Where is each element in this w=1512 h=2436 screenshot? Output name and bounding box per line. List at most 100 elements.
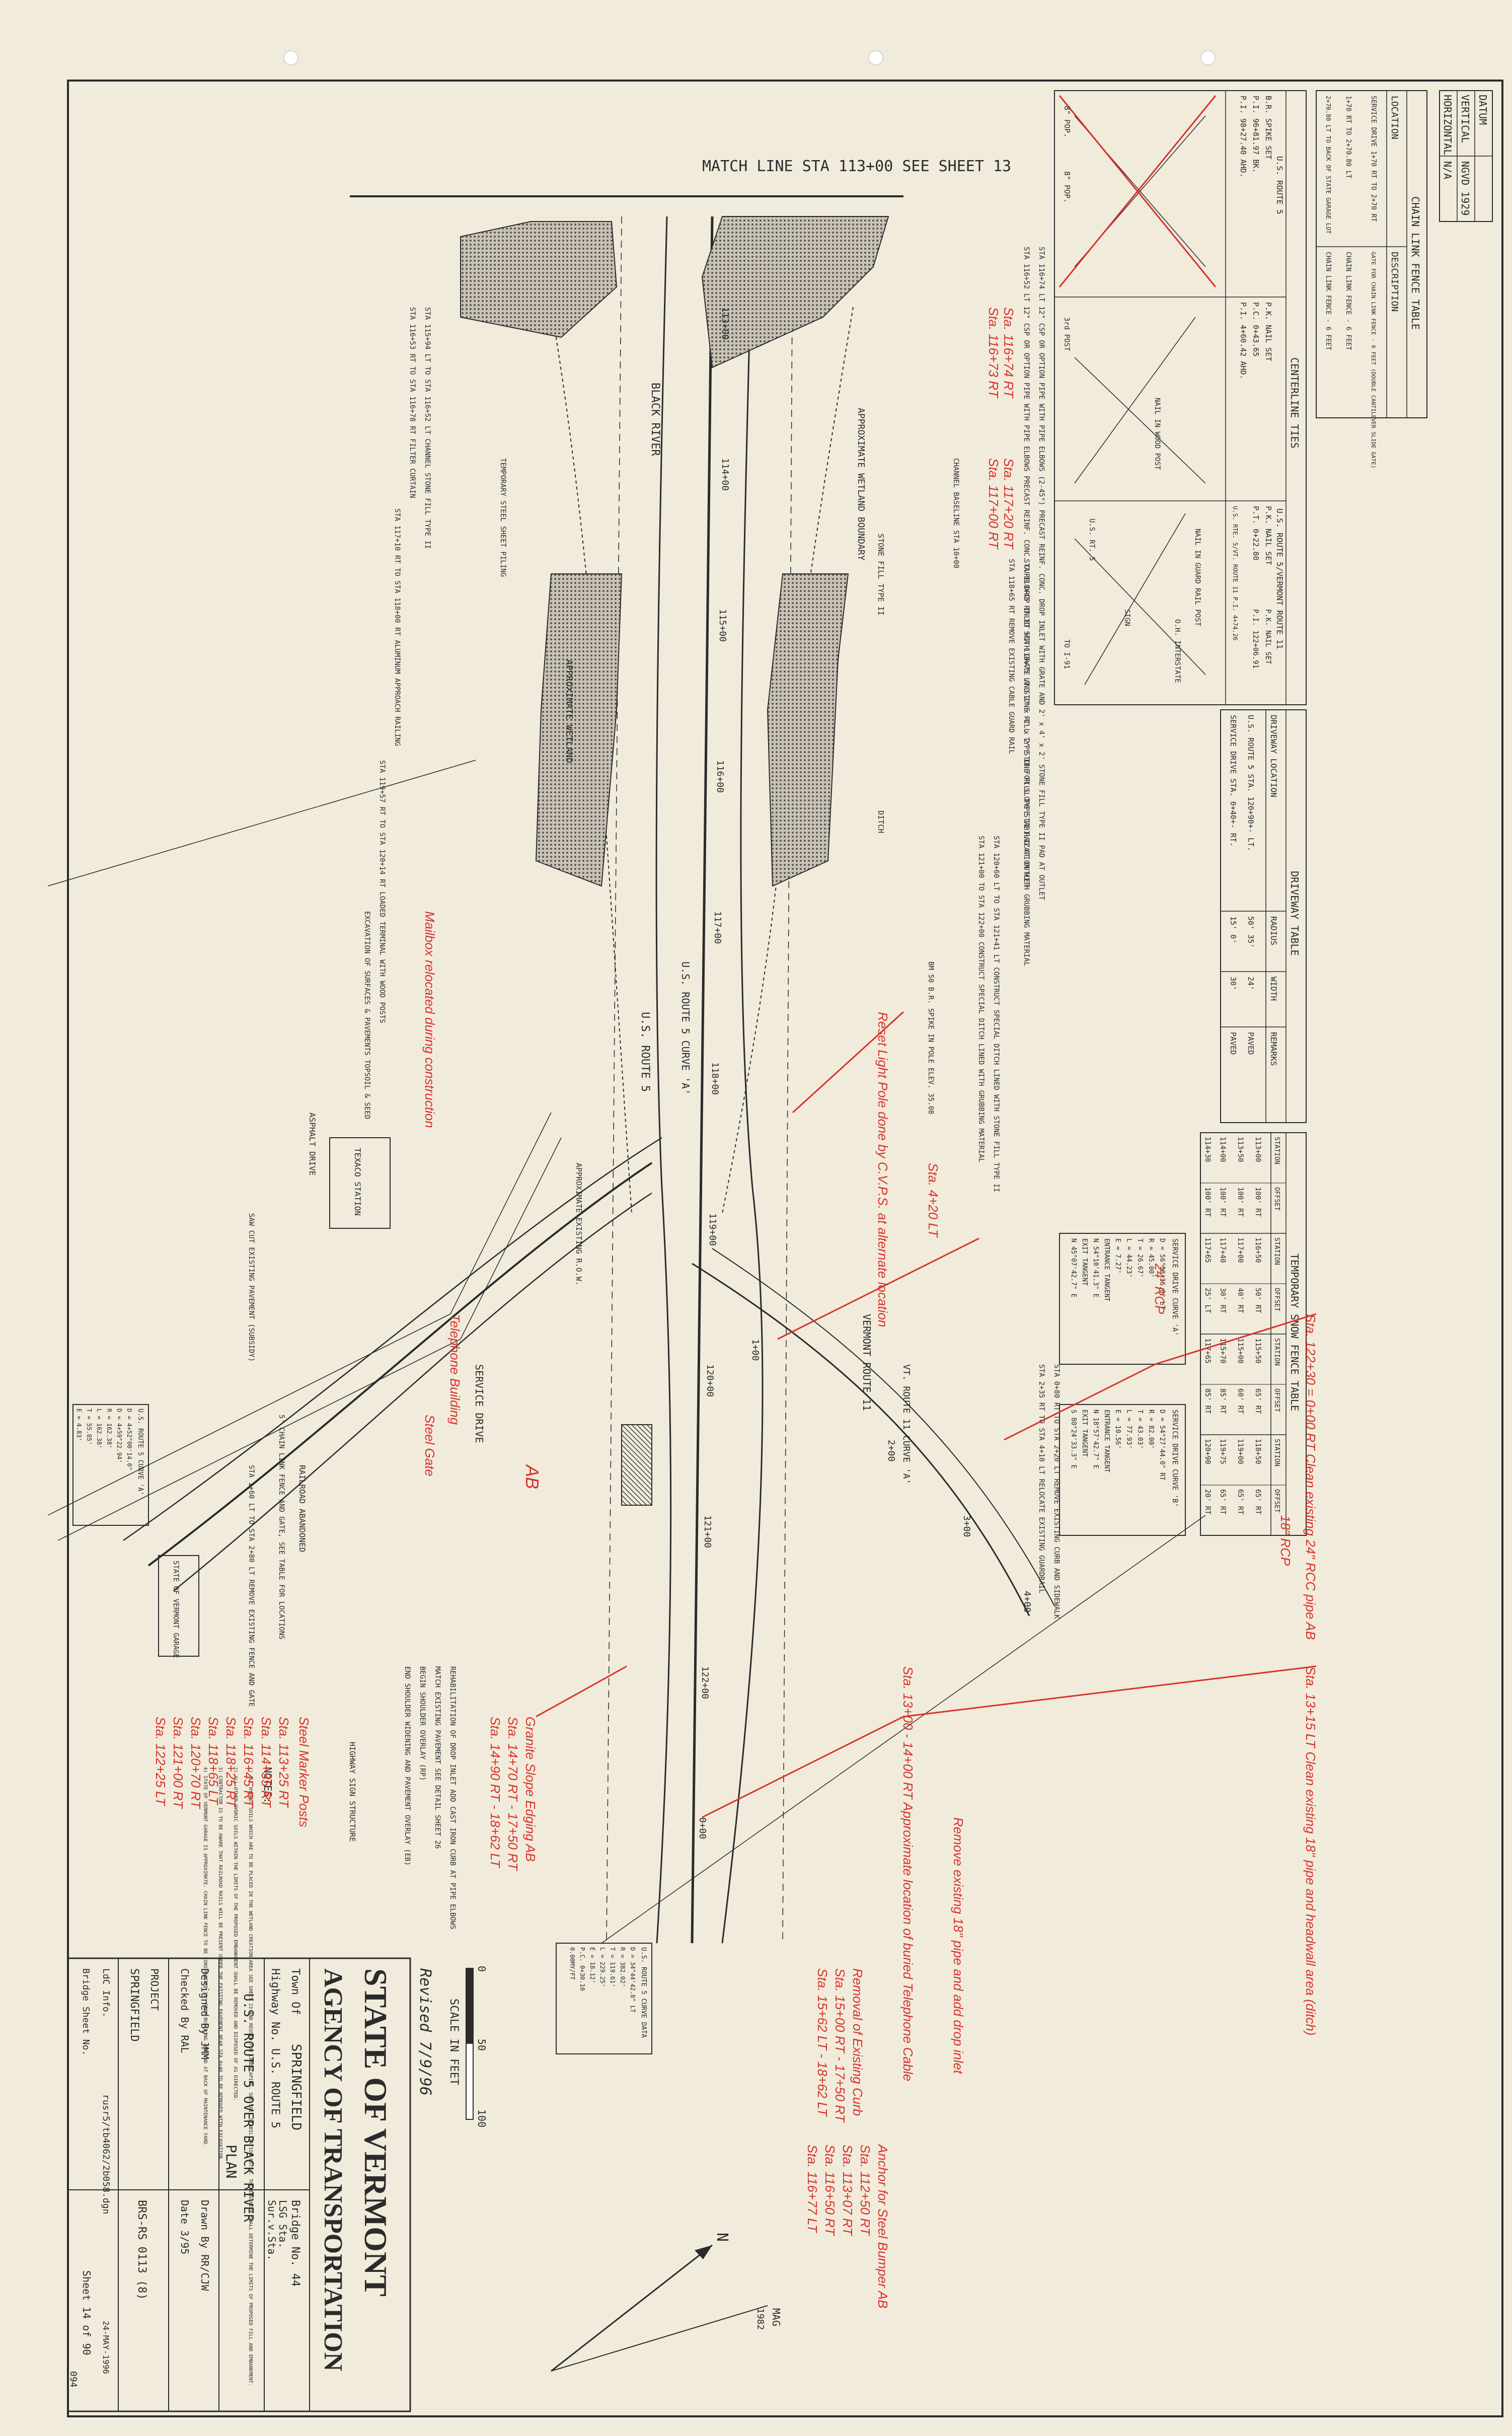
table-cell: 20' RT: [1203, 1489, 1212, 1515]
table-cell: SERVICE DRIVE 1+70 RT TO 2+70 RT: [1370, 96, 1377, 222]
curve-entry: T = 43.03': [1136, 1410, 1144, 1449]
column-header: OFFSET: [1273, 1388, 1280, 1412]
date: Date 3/95: [179, 2200, 191, 2254]
table-cell: 100' RT: [1254, 1187, 1262, 1217]
area-label: APPROXIMATE EXISTING R.O.W.: [574, 1163, 583, 1286]
tie-entry: P.I. 98+27.40 AHD.: [1239, 96, 1248, 178]
table-cell: PAVED: [1229, 1032, 1238, 1055]
curve-entry: T = 119.61': [609, 1947, 616, 1987]
sheet-number: Sheet 14 of 90: [81, 2270, 93, 2355]
table-cell: CHAIN LINK FENCE - 6 FEET: [1324, 252, 1332, 350]
column-header: STATION: [1273, 1338, 1280, 1366]
column-header: STATION: [1273, 1137, 1280, 1164]
curve-title: U.S. ROUTE 5 CURVE 'A': [136, 1409, 144, 1495]
station-label: 121+00: [702, 1515, 713, 1548]
datum-horizontal-label: HORIZONTAL: [1442, 95, 1454, 155]
curve-entry: L = 229.25': [599, 1947, 606, 1987]
plan-linework: [47, 195, 1206, 1944]
area-label: TEXACO STATION: [353, 1148, 362, 1216]
tie-entry: P.K. NAIL SET: [1264, 609, 1272, 665]
curve-data-route5: U.S. ROUTE 5 CURVE DATA D = 34°44'42.8" …: [556, 1943, 652, 2054]
area-label: ASPHALT DRIVE: [308, 1113, 317, 1175]
revised-date: Revised 7/9/96: [416, 1968, 434, 2096]
datum-label: DATUM: [1477, 95, 1489, 125]
redline-note: Sta. 116+73 RT: [986, 307, 1001, 399]
table-cell: 30' RT: [1219, 1288, 1227, 1313]
curve-entry: R = 162.38': [106, 1409, 113, 1448]
curve-entry: D = 54°27'44.0" RT: [1158, 1410, 1166, 1481]
redline-note: Sta. 112+50 RT: [858, 2145, 873, 2237]
notes-block: NOTES: 1) ALL HYDRIC SOILS WHICH ARE TO …: [202, 1767, 274, 2386]
centerline-ties: CENTERLINE TIES U.S. ROUTE 5 U.S. ROUTE …: [1054, 90, 1307, 705]
callout: BEGIN SHOULDER OVERLAY (RP): [418, 1666, 426, 1781]
table-cell: 115+50: [1254, 1338, 1262, 1364]
table-cell: CHAIN LINK FENCE - 6 FEET: [1344, 252, 1352, 350]
redline-note: Granite Slope Edging AB: [523, 1717, 538, 1862]
table-cell: 24': [1246, 977, 1255, 990]
area-label: DITCH: [876, 810, 885, 833]
datum-horizontal-value: N/A: [1442, 161, 1454, 179]
river-channel: [460, 221, 618, 338]
state-title: STATE OF VERMONT: [358, 1968, 394, 2297]
page-number: 094: [68, 2371, 79, 2388]
station-label: 115+00: [717, 609, 728, 642]
tie-label: SIGN: [1123, 609, 1131, 626]
table-cell: 119+75: [1219, 1439, 1227, 1464]
service-drive-edge: [712, 1248, 1055, 1606]
redline-markups: AB Sta. 116+74 RT Sta. 116+73 RT Sta. 11…: [153, 307, 1318, 2309]
state-garage: [158, 1555, 199, 1657]
notes-title: NOTES:: [262, 1767, 274, 1803]
redline-note: Sta. 4+20 LT: [926, 1163, 941, 1238]
table-cell: 114+30: [1203, 1137, 1212, 1162]
tie-label: NAIL IN WOOD POST: [1153, 398, 1161, 470]
tie-entry: P.I. 4+60.42 AHD.: [1239, 302, 1248, 380]
table-cell: 2+70.80 LT TO BACK OF STATE GARAGE LOT: [1325, 96, 1332, 234]
bridge-deck: [621, 1424, 652, 1506]
curve-data-service-b: SERVICE DRIVE CURVE 'B' D = 54°27'44.0" …: [1059, 1404, 1186, 1536]
bridge-sheet-no: Bridge Sheet No.: [81, 1968, 91, 2055]
station-label: 1+00: [750, 1339, 761, 1361]
redline-note: Sta. 14+90 RT - 18+62 LT: [488, 1717, 503, 1869]
redline-note: Sta. 13+00 - 14+00 RT Approximate locati…: [900, 1666, 916, 2081]
route-label: SERVICE DRIVE: [473, 1364, 485, 1443]
redline-note: Sta. 116+74 RT: [1001, 307, 1016, 399]
table-cell: 100' RT: [1203, 1187, 1212, 1217]
table-cell: GATE FOR CHAIN LINK FENCE - 6 FEET (DOUB…: [1370, 252, 1377, 468]
tie-label: NAIL IN GUARD RAIL POST: [1193, 529, 1201, 626]
tie-entry: P.I. 96+81.97 BK.: [1251, 96, 1260, 173]
callout: STA 121+00 TO STA 122+00 CONSTRUCT SPECI…: [977, 836, 985, 1162]
redline-note: Sta. 122+30 = 0+00 RT Clean existing 24"…: [1303, 1314, 1318, 1640]
chain-link-fence-table: CHAIN LINK FENCE TABLE LOCATION DESCRIPT…: [1316, 90, 1427, 468]
table-cell: 30': [1229, 977, 1238, 990]
curve-entry: EXIT TANGENT: [1081, 1410, 1088, 1457]
curve-entry: N 18°57'42.7" E: [1092, 1410, 1099, 1468]
tie-entry: P.K. NAIL SET: [1264, 506, 1273, 565]
datum-vertical-value: NGVD 1929: [1459, 161, 1471, 215]
scale-bar: 0 50 100 SCALE IN FEET: [447, 1966, 488, 2127]
curve-title: U.S. ROUTE 5 CURVE DATA: [640, 1947, 647, 2038]
note-item: 1) ALL HYDRIC SOILS WHICH ARE TO BE PLAC…: [248, 1767, 253, 2386]
curve-entry: ENTRANCE TANGENT: [1103, 1410, 1110, 1472]
checked-by: Checked By RAL: [179, 1968, 191, 2053]
scale-label: SCALE IN FEET: [447, 1999, 460, 2085]
column-header: STATION: [1273, 1237, 1280, 1265]
table-cell: 115+00: [1236, 1338, 1244, 1364]
scale-tick: 100: [476, 2109, 488, 2127]
callout: STA 1+60 LT TO STA 2+80 LT REMOVE EXISTI…: [247, 1465, 255, 1707]
redline-note: Sta. 118+25 RT: [223, 1717, 239, 1809]
agency-title: AGENCY OF TRANSPORTATION: [319, 1968, 347, 2371]
route5-edge: [721, 216, 764, 1944]
redline-note: Sta. 15+62 LT - 18+62 LT: [815, 1968, 830, 2117]
redline-note: Anchor for Steel Bumper AB: [875, 2144, 890, 2309]
redline-note: Sta. 114+35 RT: [259, 1717, 274, 1809]
route-label: VT. ROUTE 11 CURVE 'A': [901, 1364, 912, 1484]
station-label: 114+00: [720, 458, 730, 491]
curve-entry: R = 45.00': [1147, 1238, 1155, 1278]
vt11-edge: [173, 1192, 652, 1591]
area-label: STONE FILL TYPE II: [876, 534, 885, 616]
callout: STA 115+94 LT TO STA 116+52 LT CHANNEL S…: [423, 307, 431, 549]
curve-title: SERVICE DRIVE CURVE 'A': [1171, 1238, 1179, 1336]
datum-vertical-label: VERTICAL: [1459, 95, 1471, 143]
callout: STA 120+60 LT TO STA 121+41 LT CONSTRUCT…: [992, 836, 1000, 1192]
